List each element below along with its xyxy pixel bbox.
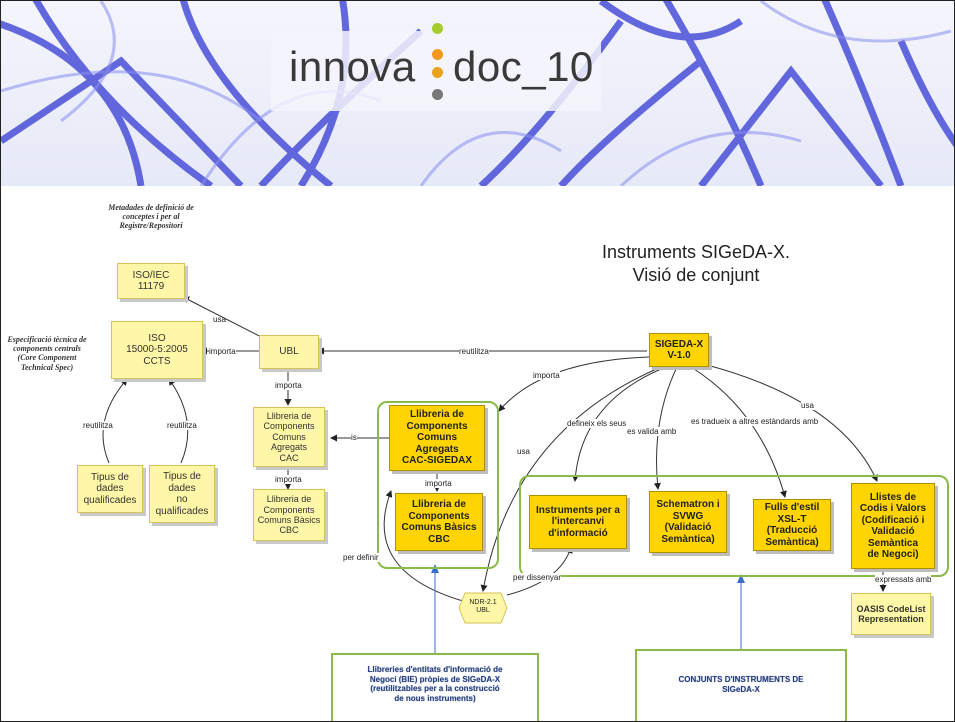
brand-left-text: innova xyxy=(289,43,416,90)
label-defineix: defineix els seus xyxy=(567,419,627,428)
title-line-1: Instruments SIGeDA-X. xyxy=(601,242,791,262)
edge-sigedax-ndr xyxy=(480,366,662,592)
edge-ndr-libs xyxy=(383,490,464,602)
label-usa-1: usa xyxy=(213,315,226,324)
label-reutilitza-3: reutilitza xyxy=(167,421,197,430)
edge-sigedax-llistes xyxy=(706,364,878,482)
label-reutilitza-2: reutilitza xyxy=(83,421,113,430)
label-is: is xyxy=(351,433,357,442)
diagram-title: Instruments SIGeDA-X. Visió de conjunt xyxy=(561,241,831,286)
logo-dot-orange-2 xyxy=(432,67,443,78)
label-per-definir: per definir xyxy=(343,553,379,562)
note-metadades: Metadades de definició de conceptes i pe… xyxy=(108,203,194,231)
label-importa-2: importa xyxy=(275,381,302,390)
label-importa-5: importa xyxy=(533,371,560,380)
label-usa-3: usa xyxy=(517,447,530,456)
header-banner: innova doc_10 xyxy=(1,1,954,186)
note-especificacio: Especificació tècnica de components cent… xyxy=(7,335,87,372)
node-ndr-shape xyxy=(458,592,508,624)
label-tradueix: es tradueix a altres estàndards amb xyxy=(691,417,819,426)
edge-sigedax-schem xyxy=(653,366,678,490)
label-expressats: expressats amb xyxy=(875,575,932,584)
label-importa-1: importa xyxy=(209,347,236,356)
label-valida: es valida amb xyxy=(627,427,677,436)
group-sigeda-libraries xyxy=(377,401,499,569)
label-importa-3: importa xyxy=(275,475,302,484)
label-usa-2: usa xyxy=(801,401,814,410)
label-importa-4: importa xyxy=(425,479,452,488)
logo-dot-gray xyxy=(432,89,443,100)
group-sigeda-instruments xyxy=(519,475,949,577)
logo-dot-green xyxy=(432,23,443,34)
edge-ubl-iso11179 xyxy=(182,296,270,342)
logo-dot-orange xyxy=(432,49,443,60)
label-per-dissenyar: per dissenyar xyxy=(513,573,562,582)
label-reutilitza-1: reutilitza xyxy=(459,347,489,356)
brand-right-text: doc_10 xyxy=(453,43,594,90)
node-ubl: UBL xyxy=(259,335,319,369)
edge-sigedax-instr xyxy=(571,366,667,482)
title-line-2: Visió de conjunt xyxy=(632,264,760,285)
